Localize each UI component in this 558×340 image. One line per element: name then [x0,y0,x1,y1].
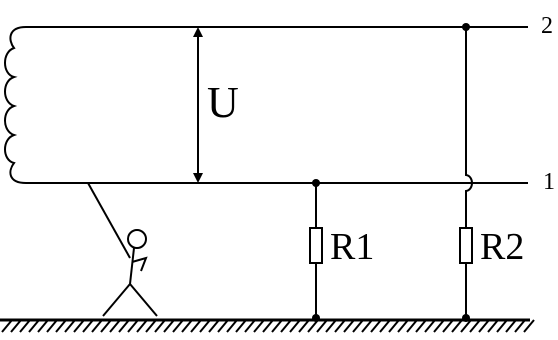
ground-hatch-mark [73,319,85,333]
resistor-r2 [459,227,473,264]
resistor-r1 [309,227,323,264]
terminal-label-top: 2 [541,13,553,39]
ground-hatch-mark [505,319,517,333]
person-contact-arm [87,182,131,259]
ground-hatch-mark [406,319,418,333]
ground-hatch-mark [388,319,400,333]
ground-hatch-mark [118,319,130,333]
ground-hatch-mark [109,319,121,333]
ground-hatch-mark [253,319,265,333]
ground-hatch-mark [82,319,94,333]
ground-hatch-mark [307,319,319,333]
ground-hatch-mark [352,319,364,333]
ground-hatch-mark [100,319,112,333]
ground-hatch-mark [424,319,436,333]
ground-hatch-mark [28,319,40,333]
ground-hatch-mark [271,319,283,333]
ground-hatch-mark [514,319,526,333]
person-left-leg [102,283,131,317]
voltage-label: U [207,78,239,127]
ground-hatch-mark [1,319,13,333]
ground-hatch-mark [19,319,31,333]
person-body [129,247,135,285]
ground-hatch-mark [145,319,157,333]
wire-r2-upper-with-crossover [465,27,473,228]
ground-hatch-mark [136,319,148,333]
ground-hatch-mark [460,319,472,333]
ground-hatch-mark [190,319,202,333]
person-head [127,229,147,249]
ground-hatch-mark [46,319,58,333]
ground-hatch-mark [370,319,382,333]
ground-hatching [0,318,535,333]
ground-hatch-mark [334,319,346,333]
ground-hatch-mark [127,319,139,333]
ground-hatch-mark [226,319,238,333]
resistor-r1-label: R1 [330,226,374,268]
ground-hatch-mark [199,319,211,333]
ground-hatch-mark [397,319,409,333]
ground-hatch-mark [10,319,22,333]
ground-hatch-mark [469,319,481,333]
ground-hatch-mark [289,319,301,333]
ground-hatch-mark [433,319,445,333]
ground-hatch-mark [415,319,427,333]
ground-hatch-mark [235,319,247,333]
source-winding-coil [4,26,27,184]
ground-hatch-mark [361,319,373,333]
ground-hatch-mark [91,319,103,333]
ground-hatch-mark [64,319,76,333]
ground-hatch-mark [163,319,175,333]
resistor-r2-label: R2 [480,226,524,268]
ground-hatch-mark [181,319,193,333]
ground-hatch-mark [244,319,256,333]
ground-hatch-mark [451,319,463,333]
ground-hatch-mark [172,319,184,333]
ground-hatch-mark [217,319,229,333]
ground-hatch-mark [262,319,274,333]
person-figure [87,182,158,317]
ground-hatch-mark [496,319,508,333]
ground-hatch-mark [442,319,454,333]
person-right-leg [129,283,158,317]
ground-hatch-mark [343,319,355,333]
ground-hatch-mark [208,319,220,333]
ground-hatch-mark [523,319,535,333]
person-other-arm [131,256,148,272]
ground-hatch-mark [379,319,391,333]
ground-hatch-mark [325,319,337,333]
ground-hatch-mark [37,319,49,333]
ground-hatch-mark [478,319,490,333]
ground-hatch-mark [487,319,499,333]
ground-hatch-mark [55,319,67,333]
ground-hatch-mark [298,319,310,333]
ground-hatch-mark [280,319,292,333]
ground-hatch-mark [154,319,166,333]
ground-hatch-mark [316,319,328,333]
terminal-label-bottom: 1 [543,169,555,195]
